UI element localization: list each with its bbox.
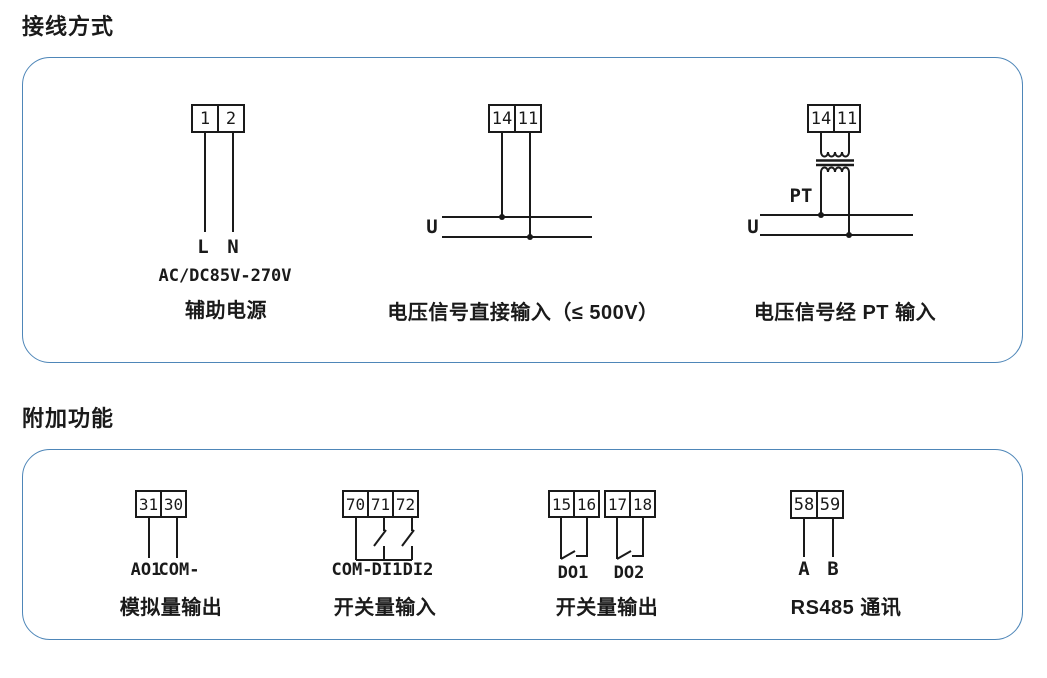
terminal-58: 58 [790, 490, 818, 519]
terminal-block-voltage-direct: 14 11 [488, 104, 542, 133]
di2-switch-lever [401, 529, 415, 547]
terminal-11: 11 [514, 104, 542, 133]
terminal-31: 31 [135, 490, 162, 518]
wire-label-di-com: COM- [331, 560, 373, 580]
wire-label-n: N [227, 236, 239, 258]
di1-switch-lever [373, 529, 387, 547]
terminal-15: 15 [548, 490, 575, 518]
terminal-block-aux-power: 1 2 [191, 104, 245, 133]
terminal-block-digital-output-2: 17 18 [604, 490, 656, 518]
terminal-30: 30 [160, 490, 187, 518]
aux-power-spec: AC/DC85V-270V [158, 266, 292, 286]
junction-dot [527, 234, 533, 240]
terminal-71: 71 [367, 490, 394, 518]
pt-secondary-coil [820, 166, 850, 173]
wire-label-com-minus: COM- [158, 560, 200, 580]
terminal-59: 59 [816, 490, 844, 519]
terminal-11: 11 [833, 104, 861, 133]
terminal-18: 18 [629, 490, 656, 518]
transformer-label-pt: PT [789, 185, 813, 207]
terminal-block-digital-input: 70 71 72 [342, 490, 419, 518]
junction-dot [499, 214, 505, 220]
wire-label-do2: DO2 [613, 563, 645, 583]
do1-contact-lever [560, 550, 576, 560]
terminal-72: 72 [392, 490, 419, 518]
caption-rs485: RS485 通讯 [790, 597, 902, 619]
caption-analog-output: 模拟量输出 [119, 597, 223, 619]
bus-label-u-pt: U [747, 216, 759, 238]
terminal-block-analog-output: 31 30 [135, 490, 187, 518]
wire-label-l: L [197, 236, 209, 258]
section-title-wiring: 接线方式 [22, 14, 115, 39]
wire-label-di1: DI1 [371, 560, 403, 580]
wire-label-di2: DI2 [402, 560, 434, 580]
caption-digital-input: 开关量输入 [333, 597, 437, 619]
terminal-70: 70 [342, 490, 369, 518]
bus-label-u-direct: U [426, 216, 438, 238]
wire-label-a: A [798, 558, 810, 580]
wire-label-b: B [827, 558, 839, 580]
terminal-16: 16 [573, 490, 600, 518]
terminal-17: 17 [604, 490, 631, 518]
caption-voltage-direct: 电压信号直接输入（≤ 500V） [387, 302, 659, 324]
wire-label-ao1: AO1 [130, 560, 162, 580]
caption-digital-output: 开关量输出 [555, 597, 659, 619]
caption-voltage-pt: 电压信号经 PT 输入 [753, 302, 937, 324]
terminal-block-voltage-pt: 14 11 [807, 104, 861, 133]
pt-primary-coil [820, 151, 850, 158]
terminal-2: 2 [217, 104, 245, 133]
terminal-1: 1 [191, 104, 219, 133]
do2-contact-lever [616, 550, 632, 560]
section-title-additional: 附加功能 [22, 406, 115, 431]
wire-label-do1: DO1 [557, 563, 589, 583]
terminal-block-digital-output-1: 15 16 [548, 490, 600, 518]
terminal-14: 14 [807, 104, 835, 133]
caption-aux-power: 辅助电源 [185, 300, 267, 322]
additional-functions-panel [22, 449, 1023, 640]
junction-dot [846, 232, 852, 238]
junction-dot [818, 212, 824, 218]
terminal-block-rs485: 58 59 [790, 490, 844, 519]
terminal-14: 14 [488, 104, 516, 133]
